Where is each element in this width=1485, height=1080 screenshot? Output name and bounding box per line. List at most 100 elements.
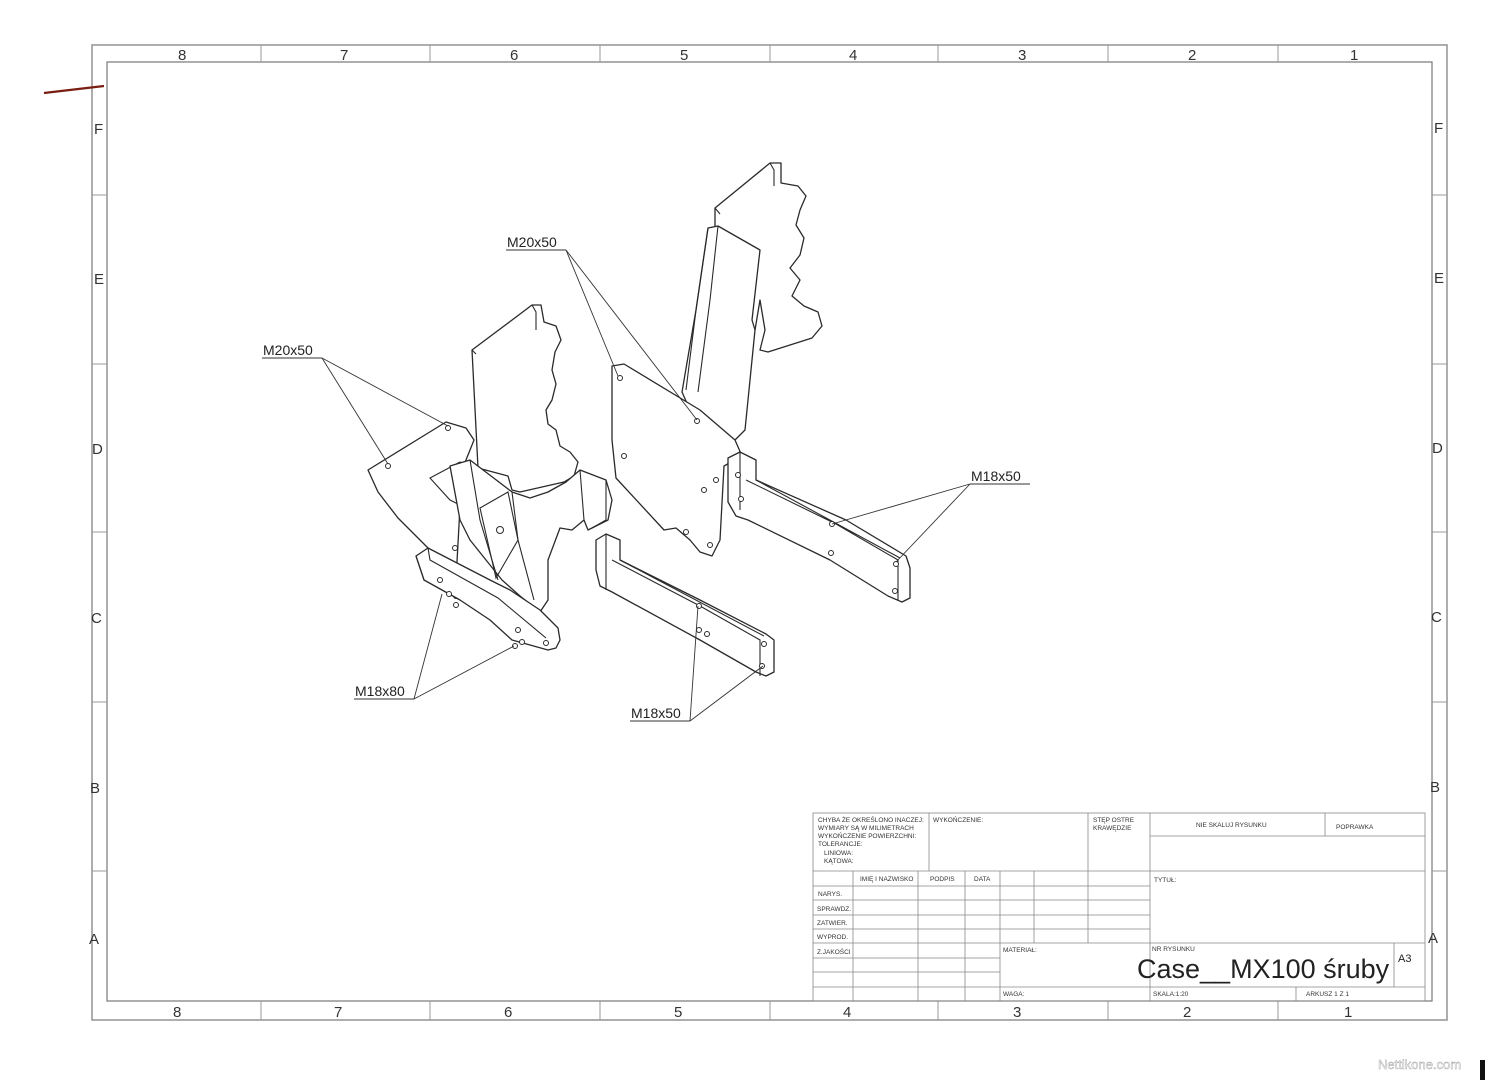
tb-row-narys: NARYS.: [818, 891, 842, 898]
zone-top-4: 4: [849, 47, 857, 64]
tb-sheet-no: ARKUSZ 1 Z 1: [1306, 991, 1349, 998]
plate-hole: [617, 375, 623, 381]
left-bottom-arm: [415, 547, 561, 651]
callout-label-m18x80: M18x80: [355, 683, 405, 699]
zone-ticks: [92, 45, 1447, 1020]
title-block-text: CHYBA ŻE OKREŚLONO INACZEJ: WYMIARY SĄ W…: [817, 815, 1411, 998]
front-arm-hole: [704, 631, 710, 637]
tb-col-date: DATA: [974, 876, 991, 883]
front-arm-hole: [696, 603, 702, 609]
tb-note-1: CHYBA ŻE OKREŚLONO INACZEJ:: [818, 815, 924, 824]
main-plate-thickness: [471, 304, 537, 355]
zone-right-e: E: [1434, 270, 1444, 287]
plate-hole: [707, 542, 713, 548]
watermark: Nettikone.com: [1378, 1057, 1461, 1072]
tb-col-sign: PODPIS: [930, 876, 955, 883]
zone-left-c: C: [91, 610, 102, 627]
plate-hole: [621, 453, 627, 459]
tb-row-zjakosci: Z.JAKOŚCI: [817, 947, 851, 956]
zone-right-f: F: [1434, 120, 1443, 137]
tb-title-label: TYTUŁ:: [1154, 877, 1177, 884]
left-arm-hole: [437, 577, 443, 583]
left-arm-hole: [519, 639, 525, 645]
callout-m18-front: M18x50: [630, 605, 764, 722]
zone-labels-right: F E D C B A: [1428, 120, 1444, 947]
tb-revision: POPRAWKA: [1336, 824, 1374, 831]
tb-edges-1: STĘP OSTRE: [1093, 817, 1135, 824]
left-arm-hole: [512, 643, 518, 649]
callout-m18x80: M18x80: [354, 593, 515, 700]
right-long-arm: [727, 451, 911, 603]
tb-note-4: TOLERANCJE:: [818, 841, 863, 848]
main-front-plate: [471, 304, 579, 493]
zone-right-b: B: [1430, 779, 1440, 796]
center-plate: [611, 363, 743, 557]
tb-col-name: IMIĘ I NAZWISKO: [860, 876, 913, 883]
tb-no-scale: NIE SKALUJ RYSUNKU: [1196, 822, 1267, 829]
base-hole: [385, 463, 391, 469]
zone-left-b: B: [90, 780, 100, 797]
zone-right-c: C: [1431, 609, 1442, 626]
zone-top-3: 3: [1018, 47, 1026, 64]
cross-hole: [496, 526, 504, 534]
front-window: [479, 491, 519, 580]
front-arm-hole: [761, 641, 767, 647]
paper-size: A3: [1398, 953, 1411, 965]
front-arm-edge: [605, 534, 765, 676]
zone-bottom-5: 5: [674, 1004, 682, 1021]
callout-label-m18-front: M18x50: [631, 705, 681, 721]
plate-hole: [701, 487, 707, 493]
base-hole: [445, 425, 451, 431]
cross-hole: [452, 545, 458, 551]
zone-bottom-6: 6: [504, 1004, 512, 1021]
arm-hole: [735, 472, 741, 478]
tb-edges-2: KRAWĘDZIE: [1093, 825, 1132, 832]
slanted-strip-plate: [681, 225, 761, 441]
tb-material: MATERIAŁ:: [1003, 947, 1037, 954]
zone-bottom-1: 1: [1344, 1004, 1352, 1021]
zone-top-8: 8: [178, 47, 186, 64]
zone-bottom-2: 2: [1183, 1004, 1191, 1021]
strip-inner-edge: [685, 225, 719, 393]
tb-note-5: LINIOWA:: [824, 850, 853, 857]
title-block: [812, 812, 1426, 1002]
zone-left-d: D: [92, 441, 103, 458]
tb-row-zatwier: ZATWIER.: [817, 920, 848, 927]
tb-row-wyprod: WYPROD.: [817, 934, 848, 941]
tb-row-sprawdz: SPRAWDZ.: [817, 906, 851, 913]
left-arm-hole: [446, 591, 452, 597]
zone-top-2: 2: [1188, 47, 1196, 64]
zone-left-a: A: [89, 931, 99, 948]
plate-hole: [683, 529, 689, 535]
scan-edge-mark: [1480, 1060, 1485, 1080]
zone-labels-top: 8 7 6 5 4 3 2 1: [178, 47, 1358, 64]
arm-hole: [892, 588, 898, 594]
arm-hole: [738, 496, 744, 502]
callout-m20-left: M20x50: [262, 342, 449, 465]
left-arm-edge: [415, 547, 547, 639]
tb-note-3: WYKOŃCZENIE POWIERZCHNI:: [818, 831, 916, 840]
left-arm-hole: [543, 640, 549, 646]
arm-hole: [893, 561, 899, 567]
tb-weight: WAGA:: [1003, 991, 1025, 998]
zone-right-a: A: [1428, 930, 1438, 947]
zone-top-1: 1: [1350, 47, 1358, 64]
front-long-arm: [595, 533, 775, 677]
callout-label-m20-left: M20x50: [263, 342, 313, 358]
tb-drawing-no-label: NR RYSUNKU: [1152, 946, 1195, 953]
tb-scale: SKALA:1:20: [1153, 991, 1189, 998]
callout-label-m18-right: M18x50: [971, 468, 1021, 484]
front-arm-hole: [696, 627, 702, 633]
cross-hole: [453, 602, 459, 608]
plate-hole: [713, 477, 719, 483]
drawing-title: Case__MX100 śruby: [1137, 954, 1390, 984]
isometric-assembly: [367, 162, 911, 677]
zone-bottom-4: 4: [843, 1004, 851, 1021]
zone-labels-left: F E D C B A: [89, 121, 104, 948]
callout-label-m20-center: M20x50: [507, 234, 557, 250]
plate-hole: [694, 418, 700, 424]
zone-top-6: 6: [510, 47, 518, 64]
zone-top-5: 5: [680, 47, 688, 64]
pen-mark: [43, 84, 105, 95]
